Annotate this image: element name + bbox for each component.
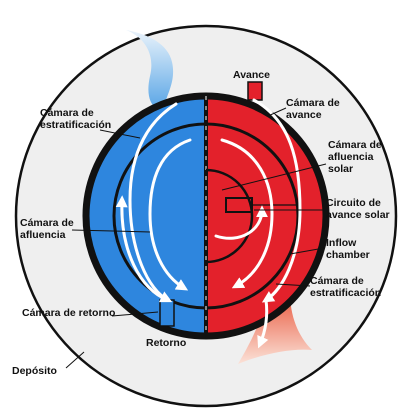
flow-left-inner: [148, 138, 192, 291]
label-avance: Avance: [233, 69, 270, 81]
label-camara-estratificacion-right: Cámara de estratificación: [310, 275, 381, 299]
hot-plume: [238, 292, 312, 364]
flow-right-solar: [214, 205, 268, 240]
flow-out-bottom: [257, 298, 269, 349]
label-camara-retorno: Cámara de retorno: [22, 307, 115, 319]
flow-left-up: [115, 195, 170, 302]
avance-pipe: [247, 81, 263, 101]
label-inflow-chamber: Inflow chamber: [326, 237, 370, 261]
label-camara-estratificacion-left: Cámara de estratificación: [40, 107, 111, 131]
label-deposito: Depósito: [12, 365, 57, 377]
cold-plume: [126, 30, 174, 108]
leader-lines: [65, 107, 327, 369]
retorno-pipe: [159, 299, 175, 327]
flow-left-outer: [128, 102, 178, 303]
flow-right-inner: [220, 138, 274, 289]
label-retorno: Retorno: [146, 337, 186, 349]
label-camara-afluencia-solar: Cámara de afluencia solar: [328, 139, 385, 175]
label-camara-avance: Cámara de avance: [286, 97, 343, 121]
label-circuito-avance-solar: Circuito de avance solar: [326, 197, 390, 221]
label-camara-afluencia: Cámara de afluencia: [20, 217, 77, 241]
